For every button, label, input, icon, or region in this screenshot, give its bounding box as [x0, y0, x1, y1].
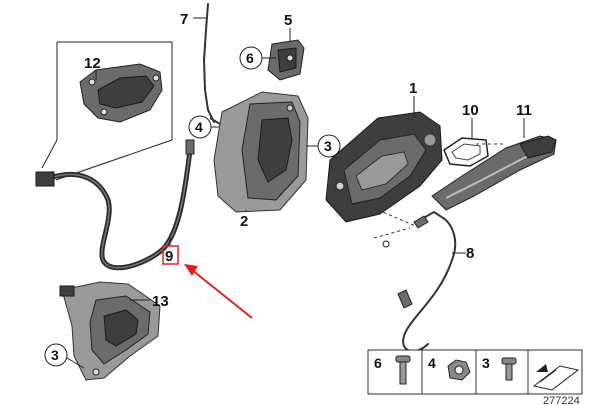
legend-label-screw-6: 6: [374, 355, 382, 371]
callout-13: 13: [152, 293, 169, 310]
callout-10: 10: [462, 102, 479, 119]
red-arrow: [184, 264, 253, 319]
callout-6: 6: [246, 50, 254, 66]
diagram-id: 277224: [543, 395, 580, 406]
screw-icon: [395, 355, 411, 385]
callout-9-highlight: [162, 245, 179, 265]
callout-3a: 3: [324, 138, 332, 154]
leader-3b: [66, 357, 85, 369]
callout-3b-circle: [44, 343, 68, 367]
part-5-bracket: [267, 39, 305, 81]
callout-3b: 3: [51, 347, 59, 363]
part-13-bracket: [59, 281, 161, 381]
legend-label-screw-3: 3: [482, 355, 490, 371]
pad-icon: [532, 364, 580, 391]
small-screw-icon: [501, 357, 517, 381]
assembly-line-b: [377, 209, 421, 229]
bowden-cable: [35, 139, 195, 271]
callout-9: 9: [165, 248, 173, 265]
fastener-legend: 6 4 3: [367, 349, 583, 395]
part-1-carrier: [325, 111, 443, 223]
legend-label-nut-4: 4: [428, 355, 436, 371]
callout-2: 2: [240, 213, 248, 230]
callout-7: 7: [180, 11, 188, 28]
small-washer: [382, 240, 390, 248]
nut-icon: [447, 359, 471, 381]
callout-12: 12: [84, 55, 101, 72]
part-11-handle: [431, 135, 557, 211]
callout-4: 4: [195, 119, 203, 135]
callout-5: 5: [284, 12, 292, 29]
callout-11: 11: [516, 102, 532, 119]
part-7-rod: [202, 3, 221, 125]
callout-8: 8: [466, 245, 474, 262]
callout-1: 1: [409, 80, 417, 97]
inset-12: [41, 41, 173, 181]
part-10-gasket: [443, 137, 489, 167]
callout-3a-circle: [317, 134, 341, 158]
assembly-line-c: [373, 227, 411, 239]
part-8-cable: [397, 210, 457, 352]
part-2-housing: [213, 91, 309, 213]
